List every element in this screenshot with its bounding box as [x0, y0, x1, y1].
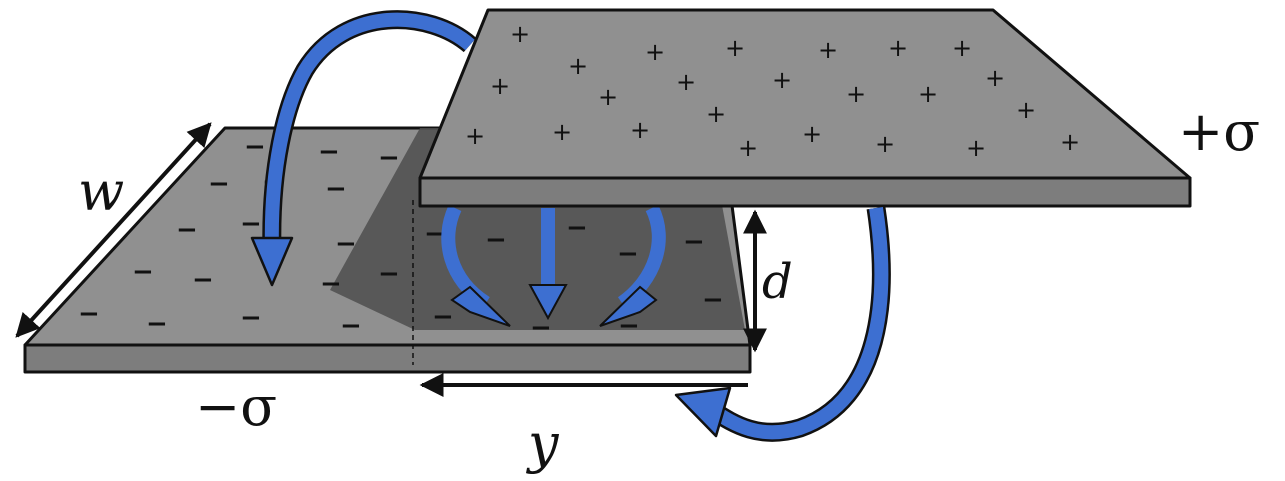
negative-charge: − — [325, 174, 347, 204]
negative-charge: − — [683, 227, 705, 257]
negative-charge: − — [340, 311, 362, 341]
negative-charge: − — [318, 137, 340, 167]
positive-charges: + + + + + + + + + + + + + + + + + + + + … — [465, 20, 1080, 162]
negative-charge: − — [702, 285, 724, 315]
negative-charge: − — [176, 215, 198, 245]
negative-charge: − — [320, 269, 342, 299]
positive-charge: + — [952, 34, 972, 62]
width-label: w — [78, 160, 124, 223]
negative-charge: − — [132, 257, 154, 287]
positive-charge: + — [630, 116, 650, 144]
negative-charge: − — [530, 313, 552, 343]
positive-charge: + — [490, 72, 510, 100]
negative-charge: − — [424, 219, 446, 249]
positive-charge: + — [802, 120, 822, 148]
width-dimension — [15, 122, 212, 338]
negative-plate-label: −σ — [195, 375, 277, 438]
positive-plate-front-edge — [418, 176, 1192, 208]
positive-charge: + — [1016, 96, 1036, 124]
negative-charge: − — [566, 213, 588, 243]
negative-charge: − — [240, 209, 262, 239]
width-dimension-arrow — [15, 122, 212, 338]
negative-charge: − — [378, 143, 400, 173]
outer-field-lines — [250, 10, 891, 442]
negative-charge: − — [192, 265, 214, 295]
positive-charge: + — [985, 64, 1005, 92]
positive-charge: + — [1060, 128, 1080, 156]
positive-charge: + — [888, 34, 908, 62]
negative-charge: − — [335, 229, 357, 259]
arrowhead-icon — [528, 284, 568, 321]
positive-charge: + — [725, 34, 745, 62]
negative-charge: − — [378, 259, 400, 289]
positive-charge: + — [465, 122, 485, 150]
positive-charge: + — [846, 80, 866, 108]
positive-charge: + — [772, 66, 792, 94]
negative-plate-front-edge — [23, 343, 752, 374]
negative-charge: − — [244, 132, 266, 162]
positive-plate — [418, 8, 1192, 208]
positive-charge: + — [598, 83, 618, 111]
positive-charge: + — [738, 134, 758, 162]
negative-charge: − — [146, 309, 168, 339]
overlap-label: y — [526, 412, 560, 475]
positive-charge: + — [966, 134, 986, 162]
arrowhead-icon — [450, 285, 511, 327]
positive-charge: + — [552, 118, 572, 146]
inner-field-arrowheads — [450, 284, 658, 327]
negative-charge: − — [208, 169, 230, 199]
arrowhead-icon — [250, 236, 294, 287]
arrowhead-icon — [674, 386, 732, 438]
positive-charge: + — [706, 100, 726, 128]
positive-charge: + — [818, 36, 838, 64]
positive-charge: + — [510, 20, 530, 48]
arrowhead-icon — [599, 285, 658, 327]
negative-charge: − — [617, 239, 639, 269]
negative-charge: − — [485, 225, 507, 255]
positive-charge: + — [918, 80, 938, 108]
positive-charge: + — [645, 38, 665, 66]
negative-charge: − — [432, 302, 454, 332]
positive-plate-label: +σ — [1178, 100, 1260, 163]
separation-label: d — [762, 254, 793, 310]
negative-charge: − — [78, 299, 100, 329]
positive-charge: + — [676, 68, 696, 96]
positive-charge: + — [875, 130, 895, 158]
negative-charge: − — [240, 303, 262, 333]
positive-charge: + — [568, 52, 588, 80]
